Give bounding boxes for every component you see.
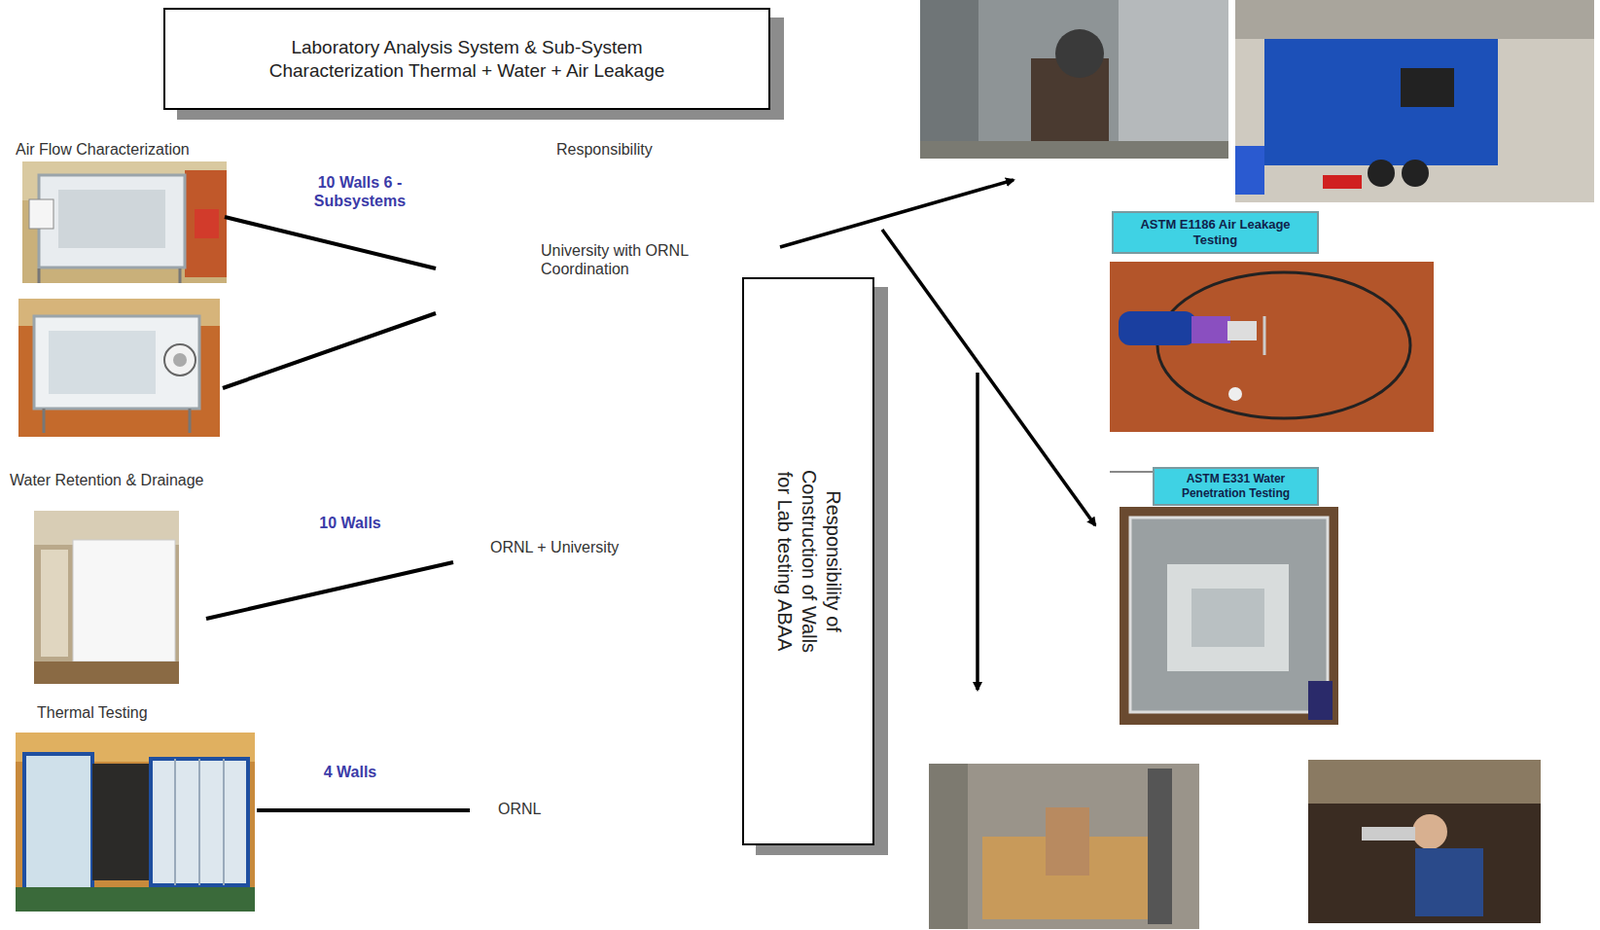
label-text: ORNL — [497, 799, 596, 818]
label-text: Air Flow Characterization — [15, 140, 327, 159]
label-text: 10 Walls 6 - Subsystems — [277, 173, 443, 211]
photo-air-flow-chamber — [22, 161, 227, 284]
photo-water-retention — [34, 510, 179, 684]
label-text: 10 Walls — [291, 513, 409, 533]
label-text: Water Retention & Drainage — [9, 470, 341, 490]
label-text: University with ORNL Coordination — [540, 241, 757, 279]
photo-air-leakage-test — [1109, 261, 1434, 432]
box-text: ASTM E1186 Air Leakage Testing — [1116, 216, 1315, 249]
photo-test-rig — [920, 0, 1229, 159]
standard-box: ASTM E331 Water Penetration Testing — [1152, 466, 1319, 506]
rule-line — [1109, 470, 1153, 473]
photo-water-penetration-test — [1119, 506, 1339, 725]
photo-worker — [1308, 759, 1541, 924]
box-text: Laboratory Analysis System & Sub-System … — [238, 35, 696, 83]
photo-test-trailer — [1235, 0, 1595, 203]
standard-box: ASTM E1186 Air Leakage Testing — [1111, 211, 1319, 254]
photo-thermal-chamber — [15, 732, 255, 912]
leader-lines — [206, 216, 470, 811]
label-text: Thermal Testing — [36, 703, 251, 722]
photo-air-flow-chamber — [18, 298, 220, 437]
label-text: 4 Walls — [291, 762, 409, 782]
box-text: ASTM E331 Water Penetration Testing — [1156, 471, 1316, 501]
label-text: ORNL + University — [490, 537, 685, 557]
vertical-box: Responsibility of Construction of Walls … — [742, 277, 875, 846]
photo-specimen — [928, 763, 1200, 929]
label-text: Responsibility — [556, 140, 751, 159]
box-text: Responsibility of Construction of Walls … — [772, 457, 846, 667]
title-box: Laboratory Analysis System & Sub-System … — [163, 7, 771, 110]
